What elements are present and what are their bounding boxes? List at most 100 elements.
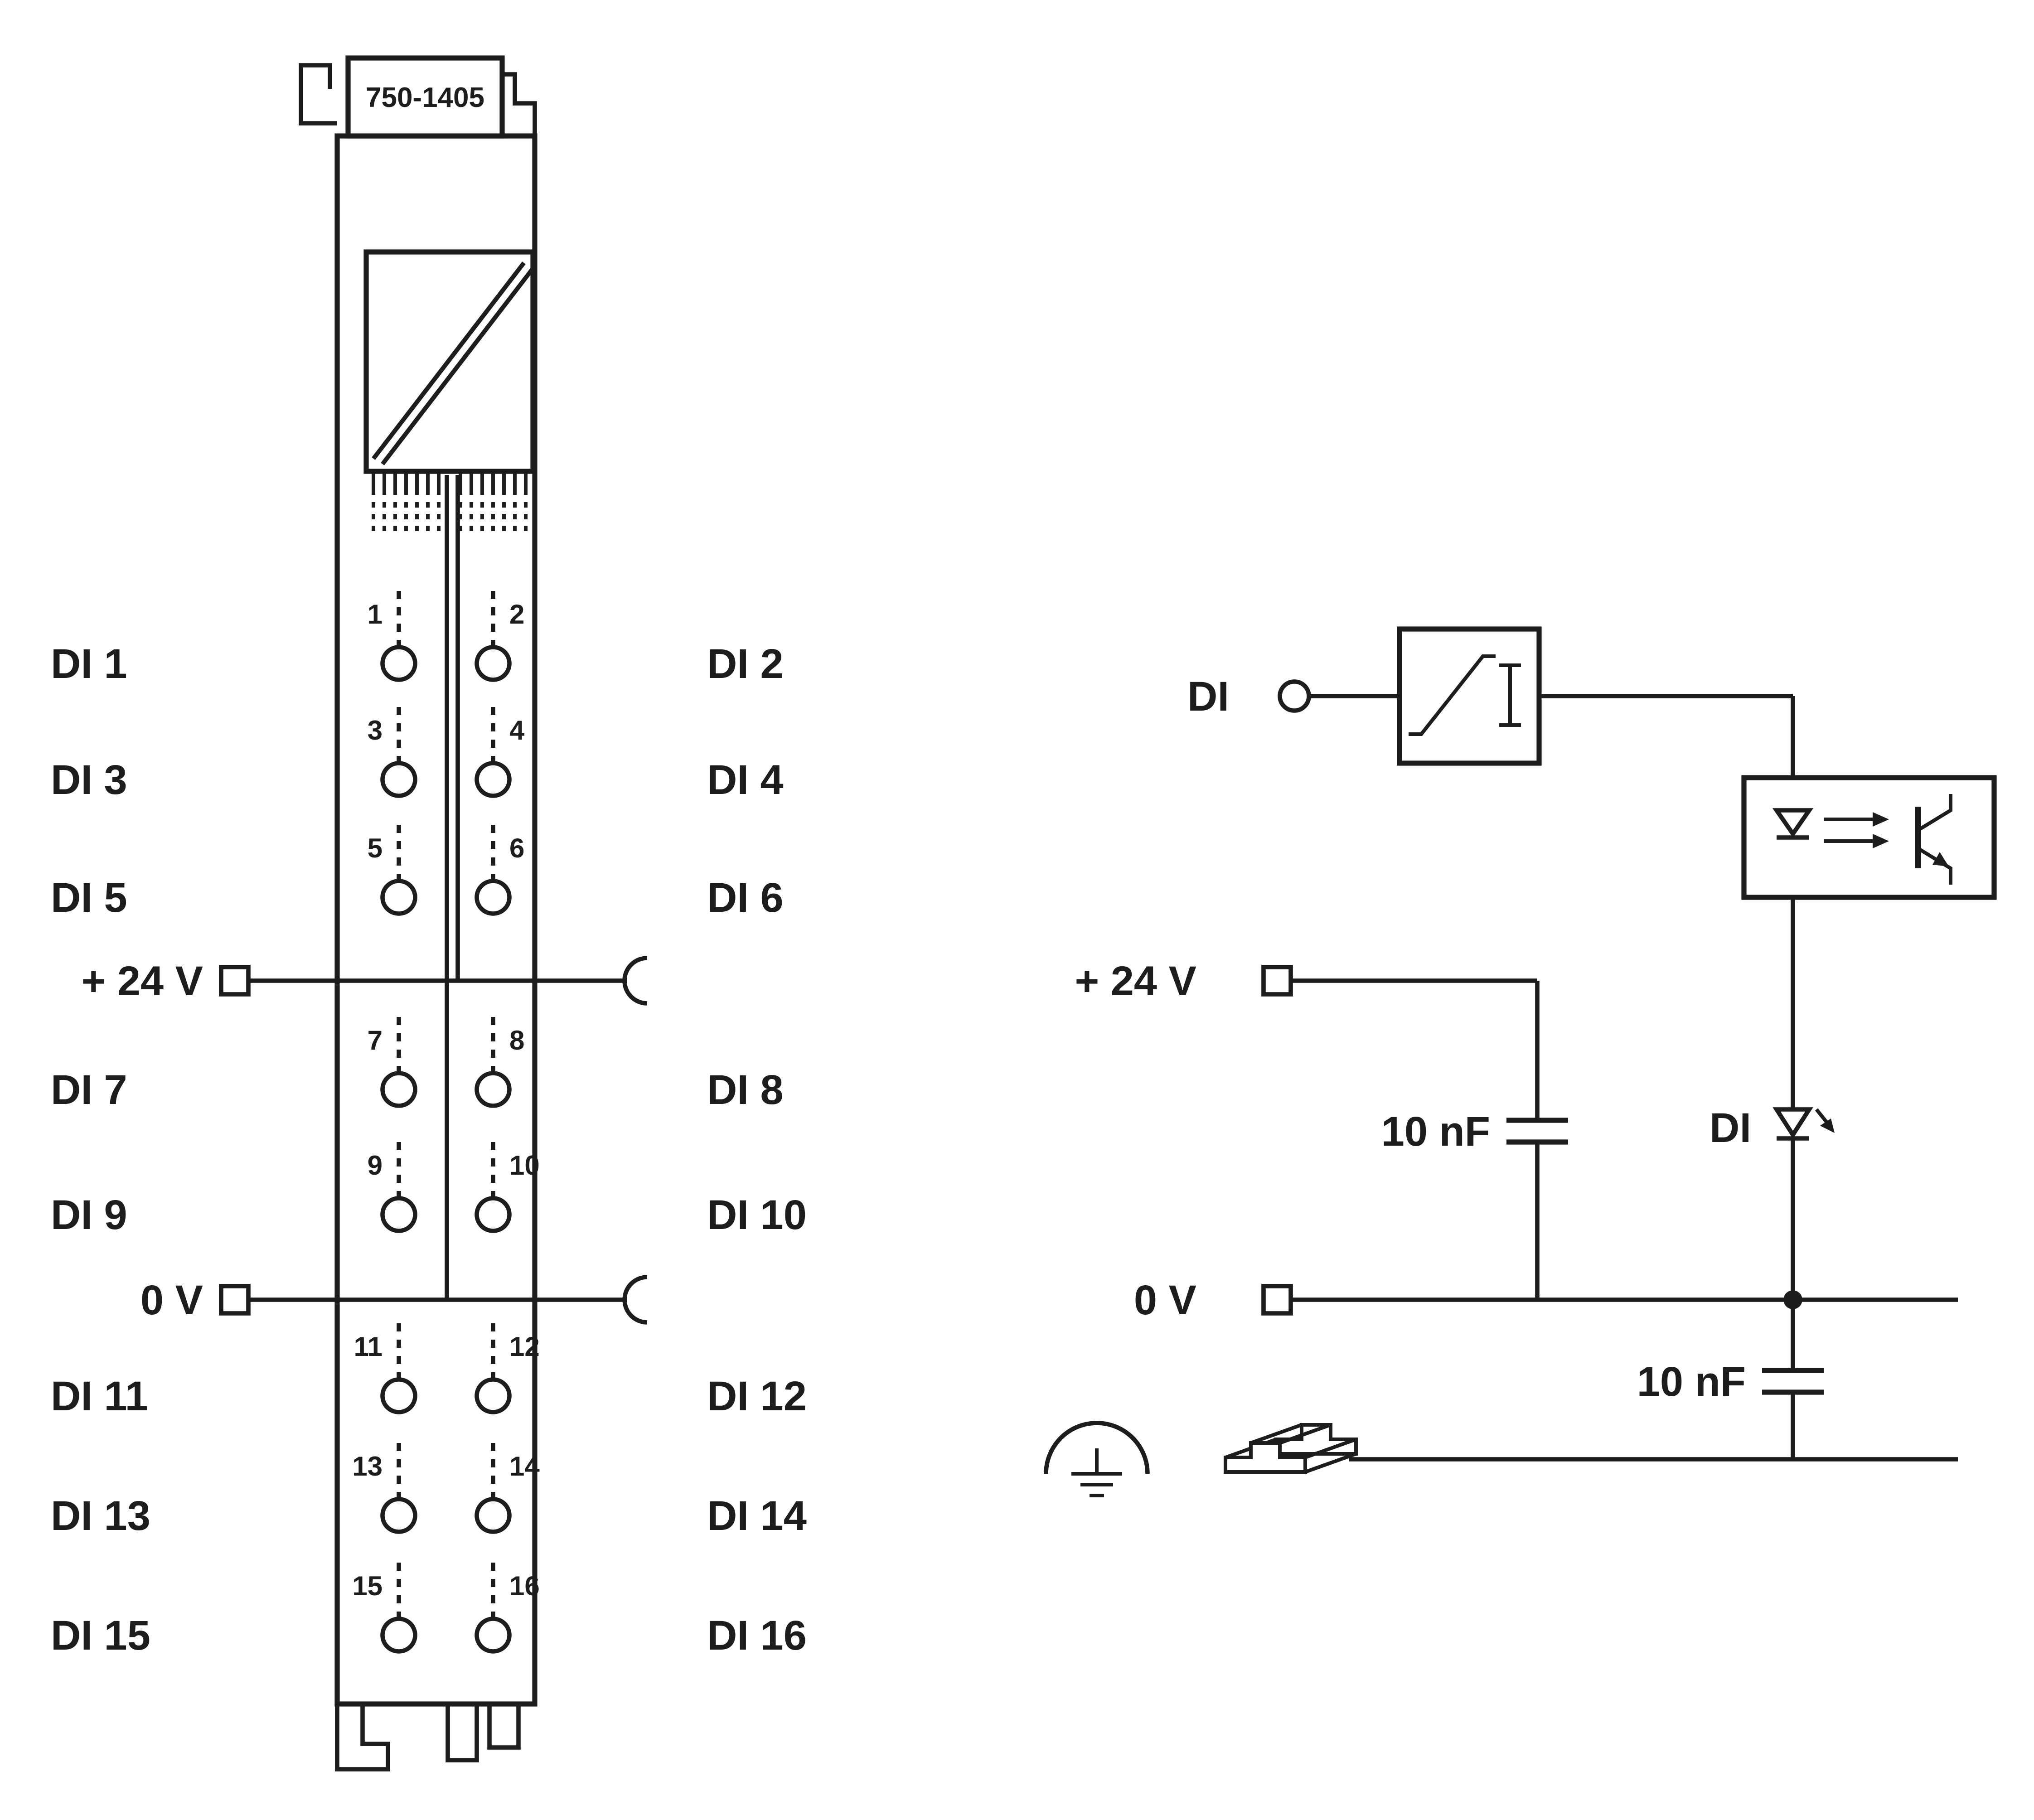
wire-terminal — [219, 965, 251, 997]
power-row-24v: + 24 V — [81, 956, 648, 1006]
pin-number: 1 — [368, 599, 383, 629]
terminal-row: DI 15 DI 16 15 16 — [51, 1563, 807, 1659]
top-left-hook — [299, 63, 337, 126]
terminal-contact — [380, 1377, 417, 1414]
pin-number: 3 — [368, 715, 383, 745]
bottom-tab — [487, 1704, 521, 1750]
part-number-plate — [345, 55, 505, 139]
isolation-diagonal — [381, 267, 535, 465]
comb-solid-lines — [372, 471, 528, 495]
pin-number: 2 — [509, 599, 524, 629]
pin-number: 12 — [509, 1331, 540, 1362]
pin-number: 10 — [509, 1150, 540, 1181]
di-label-right: DI 12 — [707, 1373, 807, 1419]
power-label-0v: 0 V — [140, 1277, 203, 1323]
di-label-right: DI 8 — [707, 1067, 784, 1113]
di-label-right: DI 14 — [707, 1493, 807, 1539]
pin-number: 5 — [368, 833, 383, 863]
capacitor-value: 10 nF — [1381, 1108, 1490, 1155]
terminal-row: DI 7 DI 8 7 8 — [51, 1017, 784, 1113]
terminal-contact — [475, 1071, 512, 1108]
terminal-contact — [380, 761, 417, 798]
terminal-row: DI 9 DI 10 9 10 — [51, 1142, 807, 1238]
status-led-label: DI — [1710, 1105, 1751, 1151]
di-label-left: DI 5 — [51, 875, 127, 921]
schematic-0v-label: 0 V — [1134, 1277, 1196, 1323]
pin-number: 4 — [509, 715, 525, 745]
pin-number: 11 — [354, 1331, 383, 1362]
module-part-number: 750-1405 — [366, 82, 484, 113]
power-label-24v: + 24 V — [81, 958, 203, 1004]
pin-number: 15 — [352, 1571, 383, 1601]
di-label-left: DI 3 — [51, 757, 127, 803]
input-terminal-circle — [1278, 679, 1311, 713]
di-label-left: DI 15 — [51, 1612, 150, 1659]
filter-box — [1397, 626, 1542, 766]
internal-power-rails — [445, 475, 460, 1300]
schematic-24v-feed: + 24 V — [1075, 958, 1540, 1120]
pin-number: 14 — [509, 1451, 540, 1481]
pin-number: 8 — [509, 1025, 524, 1055]
din-rail-symbol — [1224, 1423, 1358, 1474]
di-label-left: DI 1 — [51, 641, 127, 687]
terminal-row: DI 5 DI 6 5 6 — [51, 825, 784, 921]
top-right-hook — [502, 72, 537, 136]
pin-number: 6 — [509, 833, 524, 863]
di-label-left: DI 13 — [51, 1493, 150, 1539]
pin-number: 9 — [368, 1150, 383, 1181]
wire-terminal — [1261, 965, 1293, 997]
earth-arc — [1044, 1421, 1150, 1474]
terminal-row: DI 3 DI 4 3 4 — [51, 707, 784, 803]
terminal-contact — [475, 761, 512, 798]
terminal-contact — [475, 645, 512, 682]
terminal-row: DI 11 DI 12 11 12 — [51, 1323, 807, 1419]
led-flash-arrowhead — [1820, 1118, 1835, 1133]
phototransistor-emitter — [1917, 847, 1952, 885]
rail-front-profile — [1224, 1441, 1307, 1474]
ramp-symbol — [1409, 654, 1496, 736]
pin-number: 7 — [368, 1025, 383, 1055]
di-label-left: DI 7 — [51, 1067, 127, 1113]
schematic-0v-rail: 0 V — [1134, 1277, 1958, 1323]
mounting-feet — [335, 1704, 521, 1772]
current-symbol — [1499, 663, 1521, 727]
input-circuit-schematic: DI DI — [1044, 626, 1997, 1497]
capacitor-symbol: 10 nF — [1381, 1108, 1568, 1300]
power-jumper-contact — [622, 956, 648, 1006]
terminal-contact — [380, 645, 417, 682]
terminal-row: DI 13 DI 14 13 14 — [51, 1443, 807, 1539]
phototransistor-collector — [1917, 794, 1952, 832]
terminal-contact — [380, 1497, 417, 1534]
input-filter-symbol — [1397, 626, 1542, 766]
di-label-right: DI 10 — [707, 1192, 807, 1238]
terminal-contact — [475, 1617, 512, 1654]
terminal-contact — [475, 1196, 512, 1233]
capacitor-value: 10 nF — [1637, 1359, 1746, 1405]
schematic-24v-label: + 24 V — [1075, 958, 1196, 1004]
di-label-right: DI 4 — [707, 757, 784, 803]
earth-ground-symbol — [1044, 1421, 1150, 1497]
comb-dashed-lines — [372, 502, 528, 531]
wire-terminal — [219, 1284, 251, 1316]
light-arrowhead — [1873, 834, 1889, 848]
bottom-left-foot — [335, 1704, 390, 1772]
light-arrowhead — [1873, 812, 1889, 827]
io-module-symbol: 750-1405 DI 1 DI 2 1 — [51, 55, 807, 1772]
emitter-arrowhead — [1932, 852, 1949, 866]
terminal-contact — [380, 1071, 417, 1108]
terminal-contact — [380, 1196, 417, 1233]
terminal-contact — [475, 1377, 512, 1414]
terminal-contact — [475, 879, 512, 916]
di-label-left: DI 9 — [51, 1192, 127, 1238]
internal-wiring-comb — [372, 471, 528, 531]
capacitor-symbol: 10 nF — [1637, 1300, 1824, 1459]
power-jumper-contact — [622, 1275, 648, 1325]
status-led-symbol: DI — [1710, 1105, 1835, 1151]
isolation-diagonal — [372, 261, 526, 460]
terminal-contact — [380, 1617, 417, 1654]
di-label-right: DI 6 — [707, 875, 784, 921]
terminal-row: DI 1 DI 2 1 2 — [51, 591, 784, 687]
terminal-contact — [475, 1497, 512, 1534]
power-row-0v: 0 V — [140, 1275, 648, 1325]
